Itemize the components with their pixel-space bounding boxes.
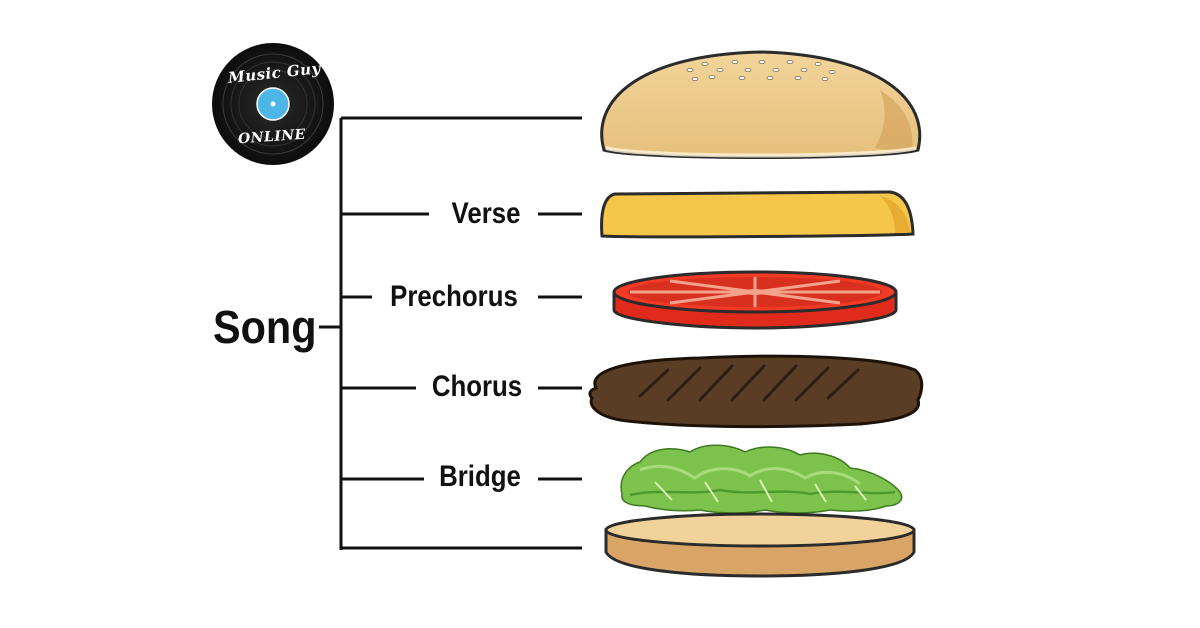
top-bun-icon bbox=[602, 52, 920, 158]
burger-patty-icon bbox=[590, 356, 922, 426]
lettuce-icon bbox=[621, 445, 902, 513]
cheese-slice-icon bbox=[602, 192, 913, 237]
branch-label-prechorus: Prechorus bbox=[377, 282, 532, 312]
tomato-slice-icon bbox=[614, 272, 896, 328]
root-label-song: Song bbox=[213, 304, 316, 350]
bottom-bun-icon bbox=[606, 514, 914, 576]
branch-label-bridge: Bridge bbox=[403, 462, 558, 492]
branch-label-chorus: Chorus bbox=[400, 372, 555, 402]
branch-label-verse: Verse bbox=[409, 199, 564, 229]
